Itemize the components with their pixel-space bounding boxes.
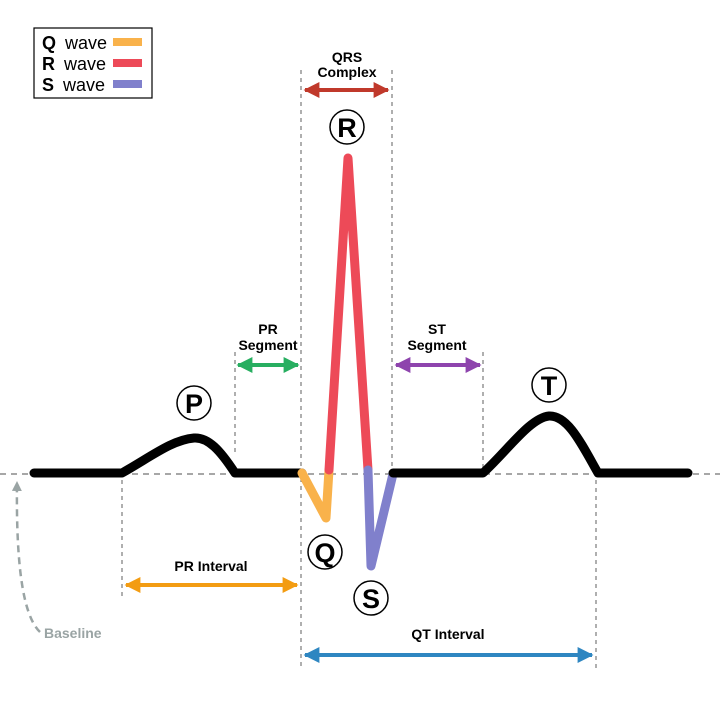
qt-interval-annotation: QT Interval [303, 626, 594, 663]
svg-text:R: R [337, 113, 357, 143]
svg-text:Q wave: Q wave [42, 33, 107, 53]
wave-label-s: S [353, 580, 389, 616]
baseline-annotation: Baseline [11, 481, 102, 641]
trace-st-and-t-wave [388, 411, 693, 478]
pr-interval-label: PR Interval [174, 558, 247, 574]
trace-baseline-and-p-wave [29, 433, 307, 478]
legend-text-s: wave [62, 75, 105, 95]
trace-r-wave [324, 153, 373, 475]
legend-text-q: wave [64, 33, 107, 53]
qrs-complex-label-line2: Complex [317, 64, 376, 80]
st-segment-label-line1: ST [428, 321, 446, 337]
st-segment-label-line2: Segment [407, 337, 466, 353]
qt-interval-label: QT Interval [411, 626, 484, 642]
wave-label-t: T [531, 367, 567, 403]
pr-segment-label-line1: PR [258, 321, 277, 337]
svg-text:P: P [185, 389, 203, 419]
svg-text:T: T [541, 371, 558, 401]
svg-text:S wave: S wave [42, 75, 105, 95]
svg-text:R wave: R wave [42, 54, 106, 74]
legend-letter-s: S [42, 75, 54, 95]
st-segment-annotation: ST Segment [394, 321, 482, 373]
legend-text-r: wave [63, 54, 106, 74]
wave-label-q: Q [307, 534, 343, 570]
trace-s-wave [363, 465, 398, 571]
pr-segment-label-line2: Segment [238, 337, 297, 353]
legend-item-r: R wave [42, 54, 142, 74]
pr-segment-annotation: PR Segment [236, 321, 300, 373]
guide-lines [121, 70, 597, 668]
baseline-arrow [11, 481, 41, 633]
svg-text:S: S [362, 584, 380, 614]
legend: Q wave R wave S wave [33, 27, 153, 99]
legend-item-q: Q wave [42, 33, 142, 53]
ecg-trace [29, 153, 693, 571]
trace-q-wave [297, 465, 334, 523]
qrs-complex-label-line1: QRS [332, 49, 362, 65]
svg-text:Q: Q [314, 538, 335, 568]
legend-item-s: S wave [42, 75, 142, 95]
qrs-complex-annotation: QRS Complex [303, 49, 390, 98]
legend-letter-r: R [42, 54, 55, 74]
legend-letter-q: Q [42, 33, 56, 53]
pr-interval-annotation: PR Interval [124, 558, 299, 593]
baseline-label: Baseline [44, 625, 102, 641]
wave-label-r: R [329, 109, 365, 145]
wave-label-p: P [176, 385, 212, 421]
